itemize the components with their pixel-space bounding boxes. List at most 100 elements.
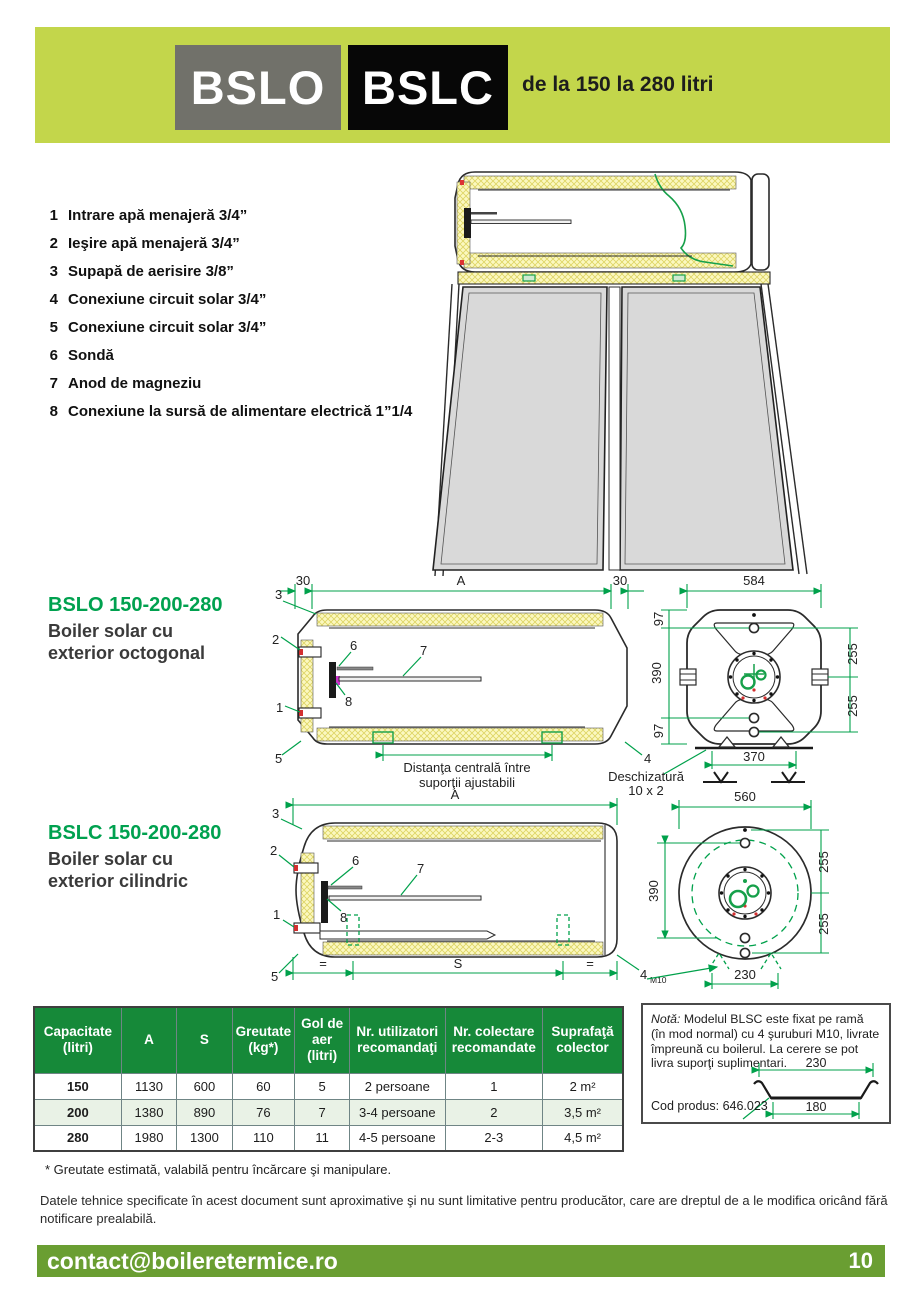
cell-capacity: 280 — [33, 1124, 122, 1152]
contact-email-link[interactable]: contact@boileretermice.ro — [47, 1247, 338, 1274]
model-badge-bslo: BSLO — [175, 45, 341, 130]
col-colectare: Nr. colectare recomandate — [444, 1006, 544, 1074]
model-bslc-label: BSLC — [362, 61, 494, 114]
bslc-callout-7: 7 — [417, 861, 424, 876]
cell-weight: 110 — [231, 1124, 296, 1152]
bracket-dim-outer: 230 — [806, 1056, 827, 1070]
cell-weight: 76 — [231, 1098, 296, 1126]
cell-area: 4,5 m² — [542, 1124, 624, 1152]
bslo-desc-line2: exterior octogonal — [48, 643, 206, 663]
col-a: A — [120, 1006, 178, 1074]
bslc-technical-drawing: A 3 2 6 — [270, 787, 831, 989]
bslo-dim-offset-left: 30 — [296, 573, 310, 588]
bslc-callout-3: 3 — [272, 806, 279, 821]
bslo-callout-3: 3 — [275, 587, 282, 602]
list-item: 2 Ieşire apă menajeră 3/4” — [42, 229, 412, 257]
part-number: 7 — [49, 374, 58, 392]
part-label: Sondă — [68, 346, 114, 364]
part-label: Intrare apă menajeră 3/4” — [68, 206, 248, 224]
part-label: Ieşire apă menajeră 3/4” — [68, 234, 240, 252]
bslo-dim-length: A — [457, 573, 466, 588]
bslo-callout-2: 2 — [272, 632, 279, 647]
table-row: 150 1130 600 60 5 2 persoane 1 2 m² — [33, 1072, 624, 1100]
table-row: 280 1980 1300 110 11 4-5 persoane 2-3 4,… — [33, 1124, 624, 1152]
capacity-range-subtitle: de la 150 la 280 litri — [522, 73, 714, 96]
bslc-desc-line2: exterior cilindric — [48, 871, 189, 891]
cell-users: 3-4 persoane — [349, 1098, 446, 1126]
bslo-dim-feet-span: 370 — [743, 749, 765, 764]
cell-s: 1300 — [176, 1124, 233, 1152]
cell-users: 2 persoane — [349, 1072, 446, 1100]
mounting-bracket-drawing: 230 180 — [742, 1056, 879, 1120]
cell-a: 1130 — [120, 1072, 178, 1100]
col-capacitate: Capacitate (litri) — [33, 1006, 122, 1074]
cell-capacity: 200 — [33, 1098, 122, 1126]
footer-bar: contact@boileretermice.ro 10 — [37, 1245, 885, 1277]
part-label: Anod de magneziu — [68, 374, 202, 392]
bslo-callout-4: 4 — [644, 751, 651, 766]
col-gol-aer: Gol de aer (litri) — [294, 1006, 351, 1074]
part-number: 2 — [49, 234, 58, 252]
cell-airgap: 7 — [294, 1098, 351, 1126]
part-label: Conexiune la sursă de alimentare electri… — [68, 402, 413, 420]
table-header-row: Capacitate (litri) A S Greutate (kg*) Go… — [33, 1006, 624, 1074]
cell-s: 890 — [176, 1098, 233, 1126]
bslc-callout-4: 4 — [640, 967, 647, 982]
bslo-dim-front-width: 584 — [743, 573, 765, 588]
col-s: S — [176, 1006, 233, 1074]
cell-a: 1380 — [120, 1098, 178, 1126]
bslc-callout-2: 2 — [270, 843, 277, 858]
bslc-dim-front-width: 560 — [734, 789, 756, 804]
part-number: 3 — [49, 262, 58, 280]
bslc-dim-eq-left: = — [319, 956, 327, 971]
note-box: Notă: Modelul BLSC este fixat pe ramă (î… — [641, 1003, 891, 1124]
bslo-dim-r-bottom: 255 — [845, 695, 860, 717]
col-greutate: Greutate (kg*) — [231, 1006, 296, 1074]
bslo-desc-line1: Boiler solar cu — [48, 621, 174, 641]
spec-table: Capacitate (litri) A S Greutate (kg*) Go… — [33, 1006, 624, 1152]
bslc-dim-feet-span: 230 — [734, 967, 756, 982]
bracket-dim-inner: 180 — [806, 1100, 827, 1114]
bslo-dim-h-top: 97 — [651, 612, 666, 626]
cell-collectors: 1 — [444, 1072, 544, 1100]
cell-airgap: 5 — [294, 1072, 351, 1100]
bslc-callout-1: 1 — [273, 907, 280, 922]
bslo-support-note-line1: Distanţa centrală între — [403, 760, 530, 775]
model-badge-bslc: BSLC — [348, 45, 508, 130]
page-number: 10 — [848, 1248, 873, 1273]
bslo-callout-8: 8 — [345, 694, 352, 709]
list-item: 8 Conexiune la sursă de alimentare electr… — [42, 397, 413, 425]
bslo-dim-h-bottom: 97 — [651, 724, 666, 738]
bslo-slot-note-line1: Deschizatură — [608, 769, 685, 784]
bslc-section-desc: Boiler solar cu exterior cilindric — [48, 848, 188, 892]
list-item: 6 Sondă — [42, 341, 412, 369]
bslo-dim-offset-right: 30 — [613, 573, 627, 588]
bslo-dim-r-top: 255 — [845, 643, 860, 665]
bslo-callout-5: 5 — [275, 751, 282, 766]
cell-area: 3,5 m² — [542, 1098, 624, 1126]
bslc-callout-4-sub: M10 — [650, 975, 667, 985]
bslo-slot-note-line2: 10 x 2 — [628, 783, 663, 798]
list-item: 7 Anod de magneziu — [42, 369, 412, 397]
table-row: 200 1380 890 76 7 3-4 persoane 2 3,5 m² — [33, 1098, 624, 1126]
bslc-callout-5: 5 — [271, 969, 278, 984]
weight-footnote: * Greutate estimată, valabilă pentru înc… — [45, 1162, 392, 1177]
note-text: Modelul BLSC este fixat pe ramă (în mod … — [651, 1012, 880, 1071]
cell-a: 1980 — [120, 1124, 178, 1152]
part-number: 4 — [49, 290, 58, 308]
part-number: 6 — [49, 346, 58, 364]
product-code: Cod produs: 646.023 — [651, 1099, 768, 1114]
part-number: 8 — [49, 402, 58, 420]
col-utilizatori: Nr. utilizatori recomandaţi — [349, 1006, 446, 1074]
solar-boiler-illustration — [432, 171, 808, 577]
cell-users: 4-5 persoane — [349, 1124, 446, 1152]
bslo-callout-1: 1 — [276, 700, 283, 715]
bslo-callout-7: 7 — [420, 643, 427, 658]
bslo-dim-h-mid: 390 — [649, 662, 664, 684]
bslc-callout-6: 6 — [352, 853, 359, 868]
cell-collectors: 2 — [444, 1098, 544, 1126]
cell-airgap: 11 — [294, 1124, 351, 1152]
